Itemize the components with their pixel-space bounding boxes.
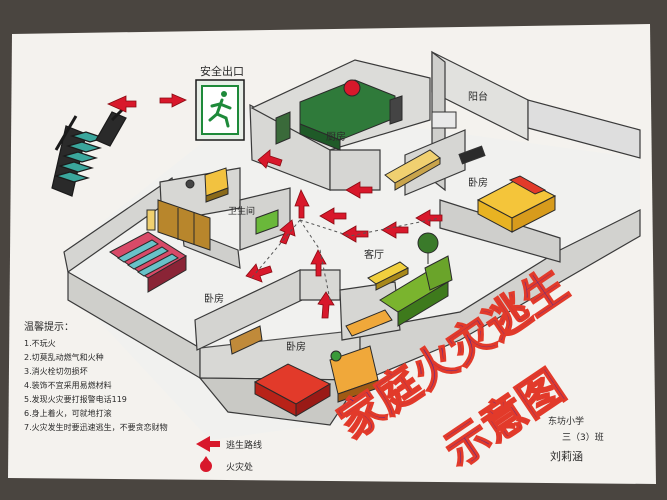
red-arrow-icon (257, 149, 283, 169)
room-label-bathroom: 卫生间 (228, 205, 255, 217)
red-arrow-icon (294, 189, 310, 219)
safety-tip: 3.消火栓切勿损坏 (24, 366, 88, 376)
legend: 逃生路线 火灾处 (196, 436, 262, 473)
red-arrow-icon (196, 436, 220, 452)
exit-sign-label: 安全出口 (200, 64, 244, 78)
safety-tips: 温馨提示： 1.不玩火 2.切莫乱动燃气和火种 3.消火栓切勿损坏 4.装饰不宜… (24, 320, 168, 432)
signature: 东坊小学 三（3）班 刘莉涵 (548, 415, 604, 463)
legend-fire-origin: 火灾处 (226, 461, 253, 473)
exit-sign: 安全出口 (195, 64, 245, 141)
escape-route-arrows (107, 93, 443, 319)
red-arrow-icon (341, 225, 369, 243)
red-arrow-icon (310, 249, 327, 277)
bedroom-top-right-furniture (384, 149, 557, 233)
escape-route-dashes (249, 217, 441, 301)
room-label-living-room: 客厅 (364, 248, 384, 261)
room-label-balcony: 阳台 (468, 90, 488, 103)
safety-tip: 5.发现火灾要打报警电话119 (24, 394, 127, 404)
bedroom-bottom-furniture (229, 309, 393, 417)
room-label-kitchen: 厨房 (326, 130, 346, 143)
balcony-furniture (431, 111, 486, 165)
signature-name: 刘莉涵 (550, 449, 583, 463)
safety-tip: 1.不玩火 (24, 339, 56, 348)
safety-tip: 2.切莫乱动燃气和火种 (24, 352, 104, 362)
signature-class: 三（3）班 (562, 431, 604, 443)
red-arrow-icon (345, 181, 373, 199)
red-arrow-icon (415, 209, 443, 227)
red-arrow-icon (107, 95, 137, 113)
safety-tip: 4.装饰不宜采用易燃材料 (24, 380, 112, 390)
red-arrow-icon (279, 219, 296, 245)
kitchen-furniture (275, 79, 403, 151)
legend-escape-route: 逃生路线 (226, 439, 262, 451)
safety-tips-title: 温馨提示： (24, 320, 74, 333)
signature-school: 东坊小学 (548, 415, 584, 427)
stairs (51, 106, 127, 197)
fire-origin-icon (200, 456, 212, 472)
bathroom-furniture (185, 167, 279, 235)
room-label-bedroom-bottom: 卧房 (286, 340, 306, 353)
room-label-bedroom-left: 卧房 (204, 292, 224, 305)
red-arrow-icon (159, 93, 187, 108)
safety-tip: 7.火灾发生时要迅速逃生，不要贪恋财物 (24, 422, 168, 432)
safety-tip: 6.身上着火，可就地打滚 (24, 408, 112, 418)
living-room-furniture (367, 232, 453, 327)
bedroom-left-furniture (109, 199, 211, 293)
red-arrow-icon (381, 221, 409, 239)
red-arrow-icon (319, 207, 347, 225)
room-label-bedroom-top-right: 卧房 (468, 176, 488, 189)
running-man-exit-icon (208, 91, 232, 128)
